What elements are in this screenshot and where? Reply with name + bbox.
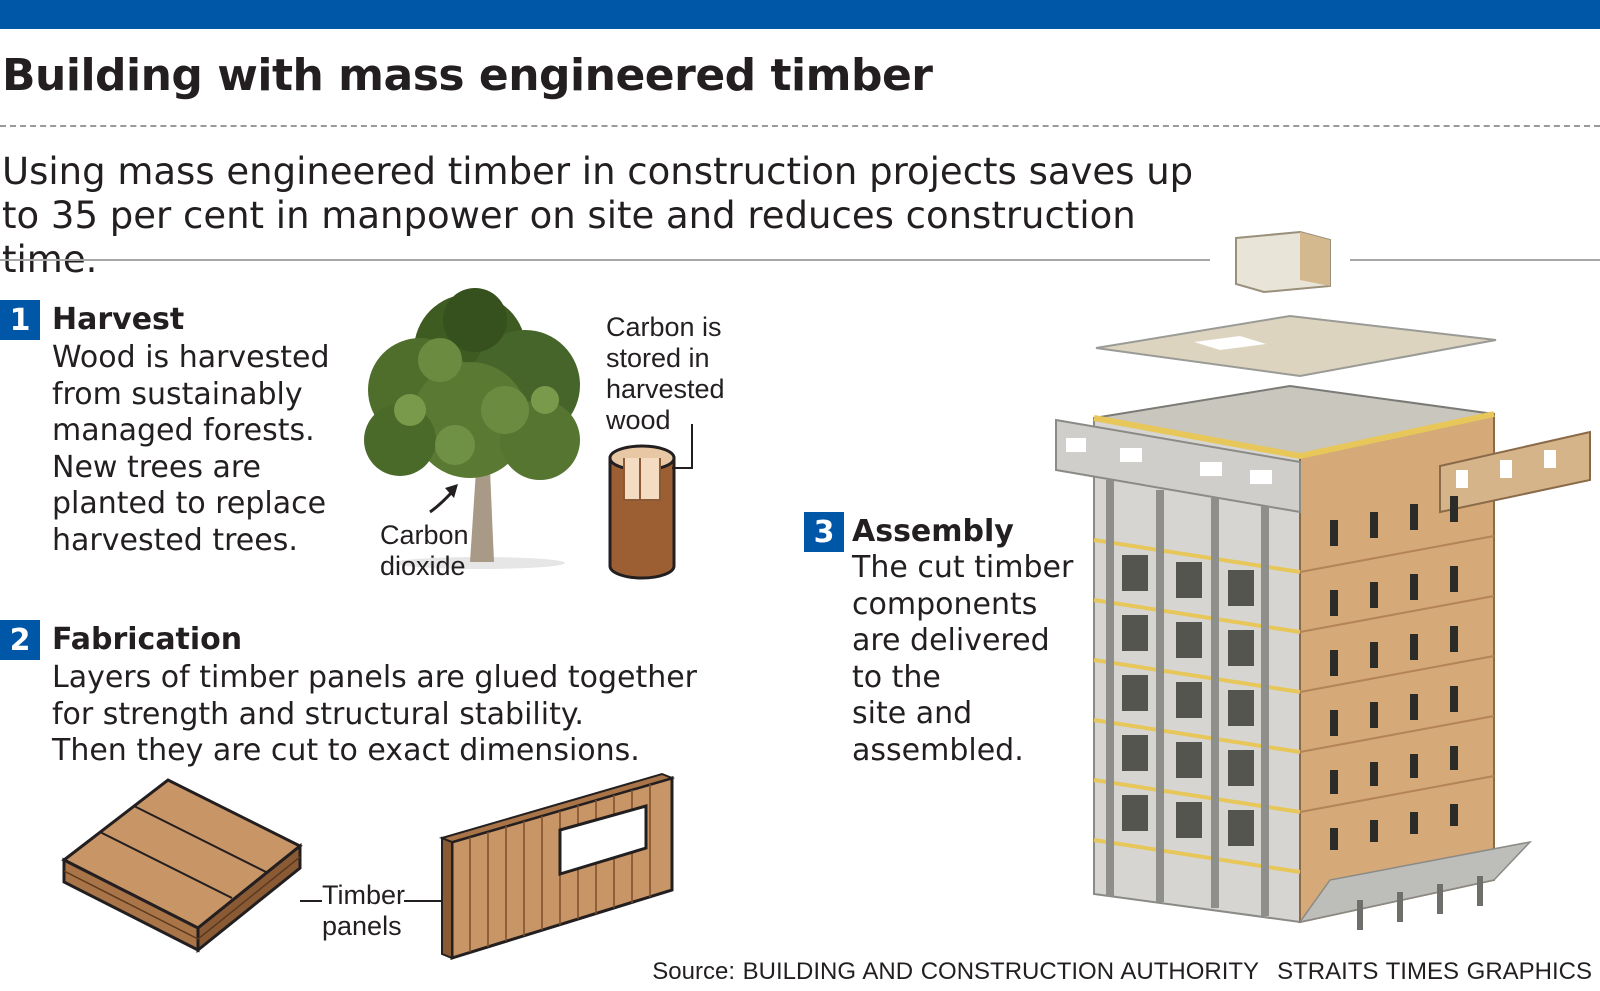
section-divider-right: [1350, 259, 1600, 261]
clt-wall-panel-icon: [404, 772, 676, 961]
title-divider: [0, 125, 1600, 127]
step-number-badge: 3: [804, 512, 844, 552]
step-body-assembly: The cut timber components are delivered …: [852, 550, 1074, 768]
source-credit-line: Source: BUILDING AND CONSTRUCTION AUTHOR…: [652, 958, 1592, 986]
section-divider-left: [0, 259, 1210, 261]
tree-illustration: [364, 288, 580, 569]
carbon-dioxide-label: Carbon dioxide: [380, 520, 469, 581]
carbon-stored-label: Carbon is stored in harvested wood: [606, 312, 725, 435]
timber-panels-label: Timber panels: [322, 880, 406, 941]
log-cross-section-icon: [608, 424, 693, 580]
top-brand-bar: [0, 0, 1600, 29]
step-title-fabrication: Fabrication: [52, 622, 243, 657]
timber-building-illustration: [1055, 230, 1591, 930]
step-title-assembly: Assembly: [852, 514, 1014, 549]
page-title: Building with mass engineered timber: [2, 50, 933, 101]
source-text: Source: BUILDING AND CONSTRUCTION AUTHOR…: [652, 958, 1260, 985]
step-number-badge: 2: [0, 620, 40, 660]
step-title-harvest: Harvest: [52, 302, 185, 337]
step-body-harvest: Wood is harvested from sustainably manag…: [52, 340, 330, 558]
clt-floor-panel-icon: [61, 778, 322, 954]
step-number-badge: 1: [0, 300, 40, 340]
carbon-dioxide-arrow: [429, 484, 458, 514]
graphics-credit: STRAITS TIMES GRAPHICS: [1277, 958, 1592, 985]
step-body-fabrication: Layers of timber panels are glued togeth…: [52, 660, 698, 768]
